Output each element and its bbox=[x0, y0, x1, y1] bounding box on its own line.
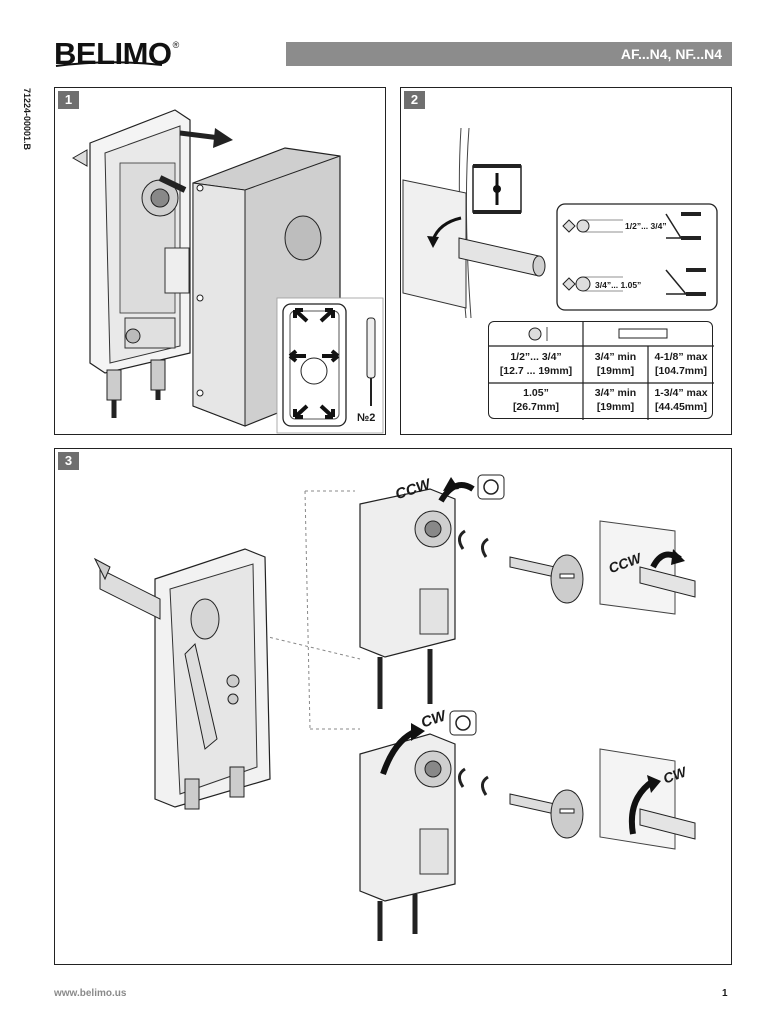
step-3-panel: 3 bbox=[54, 448, 732, 965]
logo-swoosh bbox=[54, 60, 164, 70]
step-2-panel: 2 1/2”... 3/4” 3/4”... 1.05” bbox=[400, 87, 732, 435]
row-2-min: 3/4” min bbox=[594, 387, 637, 399]
row-2-min-mm: [19mm] bbox=[596, 401, 635, 413]
row-1-min: 3/4” min bbox=[594, 351, 637, 363]
step-2-badge: 2 bbox=[404, 91, 425, 109]
row-2-diameter-mm: [26.7mm] bbox=[512, 401, 560, 413]
row-1-diameter: 1/2”... 3/4” bbox=[510, 351, 562, 363]
screwdriver-size-label: №2 bbox=[357, 412, 376, 424]
row-1-min-cell: 3/4” min [19mm] bbox=[583, 350, 648, 378]
shaft-length-illustration bbox=[402, 127, 718, 319]
row-2-max-mm: [44.45mm] bbox=[655, 401, 707, 413]
table-grid bbox=[489, 322, 714, 420]
page-number: 1 bbox=[722, 988, 728, 999]
table-row-2: 1.05” [26.7mm] bbox=[489, 386, 583, 414]
rotation-direction-illustration bbox=[93, 474, 696, 941]
step-1-panel: 1 bbox=[54, 87, 386, 435]
row-1-max-mm: [104.7mm] bbox=[655, 365, 707, 377]
table-row-1: 1/2”... 3/4” [12.7 ... 19mm] bbox=[489, 350, 583, 378]
row-1-min-mm: [19mm] bbox=[596, 365, 635, 377]
row-2-max-cell: 1-3/4” max [44.45mm] bbox=[648, 386, 714, 414]
row-1-max-cell: 4-1/8” max [104.7mm] bbox=[648, 350, 714, 378]
belimo-logo: BELIMO® bbox=[54, 36, 180, 72]
row-1-max: 4-1/8” max bbox=[654, 351, 708, 363]
shaft-length-table: 1/2”... 3/4” [12.7 ... 19mm] 3/4” min [1… bbox=[488, 321, 714, 420]
step-1-badge: 1 bbox=[58, 91, 79, 109]
brand-name: BELIMO bbox=[54, 36, 172, 71]
model-title-bar: AF...N4, NF...N4 bbox=[286, 42, 732, 66]
registered-mark: ® bbox=[172, 40, 180, 50]
clamp-range-large-label: 3/4”... 1.05” bbox=[595, 280, 642, 290]
row-2-min-cell: 3/4” min [19mm] bbox=[583, 386, 648, 414]
actuator-cover-removal-illustration bbox=[71, 109, 384, 434]
row-1-diameter-mm: [12.7 ... 19mm] bbox=[499, 365, 573, 377]
step-3-badge: 3 bbox=[58, 452, 79, 470]
row-2-max: 1-3/4” max bbox=[654, 387, 708, 399]
document-code-text: 71224-00001.B bbox=[22, 88, 32, 151]
clamp-range-small-label: 1/2”... 3/4” bbox=[625, 221, 667, 231]
footer-url[interactable]: www.belimo.us bbox=[54, 988, 127, 999]
row-2-diameter: 1.05” bbox=[523, 387, 549, 399]
document-code: 71224-00001.B bbox=[20, 88, 34, 208]
